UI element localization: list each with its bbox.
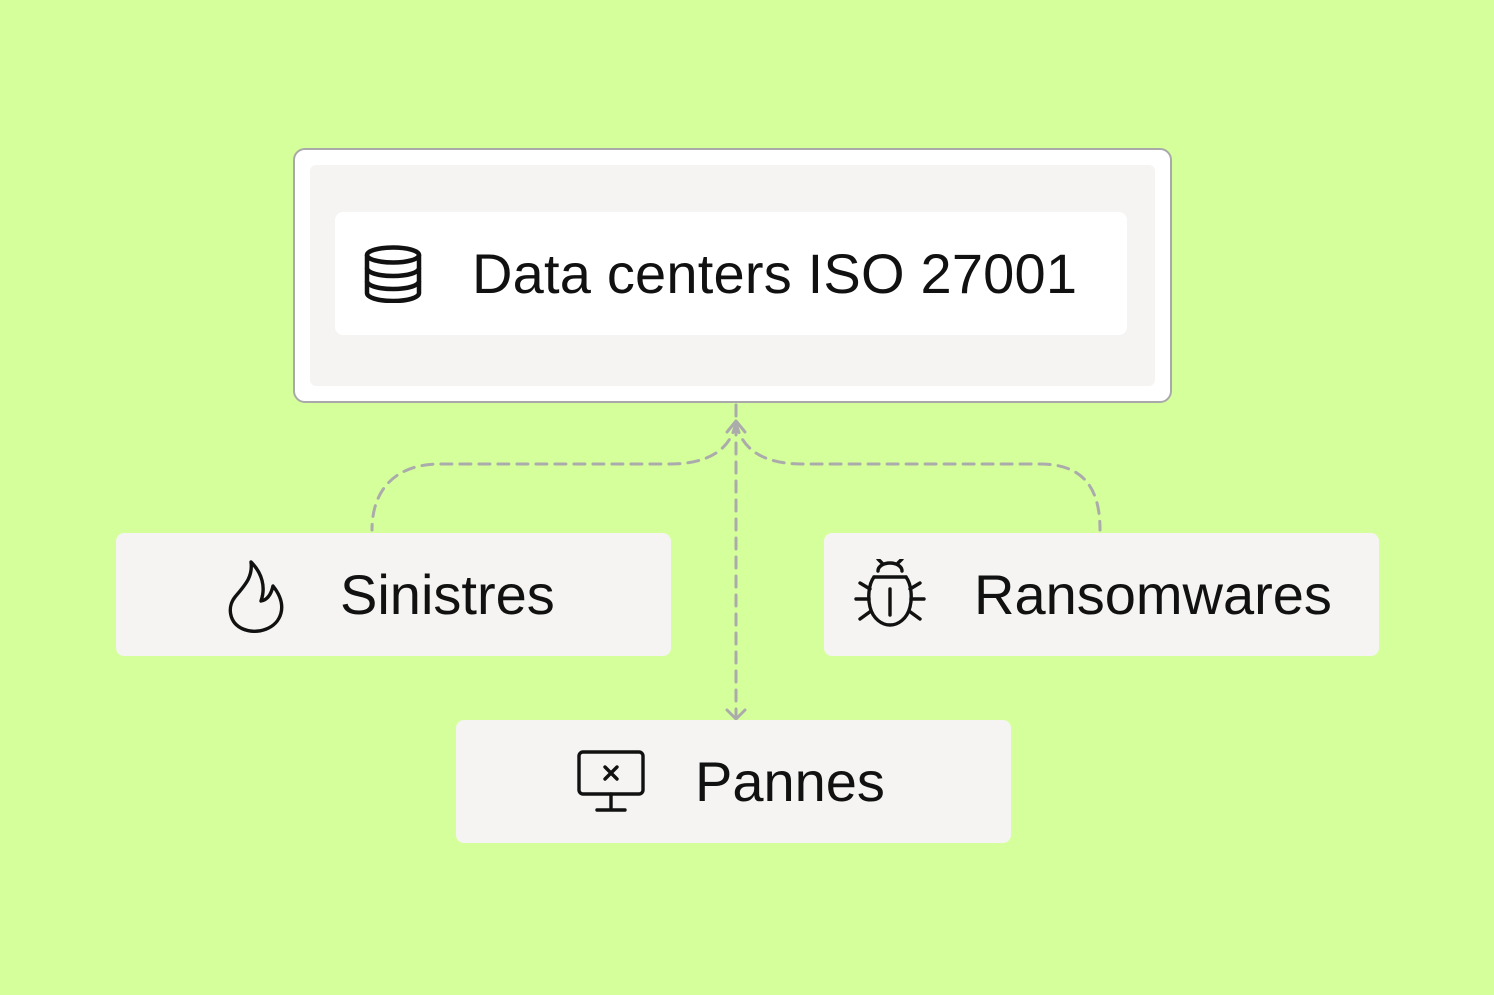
monitor-x-icon [577, 750, 645, 812]
hub-card: Data centers ISO 27001 [335, 212, 1127, 335]
hub-node: Data centers ISO 27001 [293, 148, 1172, 403]
hub-label: Data centers ISO 27001 [472, 242, 1078, 305]
database-icon [364, 245, 422, 303]
node-ransomwares: Ransomwares [824, 533, 1379, 656]
connector-right [734, 420, 1102, 532]
node-pannes: Pannes [456, 720, 1011, 843]
arrowhead-top [725, 419, 747, 434]
hub-inner-panel: Data centers ISO 27001 [310, 165, 1155, 386]
node-label: Ransomwares [974, 563, 1332, 626]
flame-icon [228, 560, 284, 633]
connector-left [370, 420, 738, 532]
node-label: Sinistres [340, 563, 555, 626]
node-sinistres: Sinistres [116, 533, 671, 656]
bug-icon [854, 559, 926, 627]
node-label: Pannes [695, 750, 885, 813]
arrowhead-bottom [725, 708, 747, 721]
